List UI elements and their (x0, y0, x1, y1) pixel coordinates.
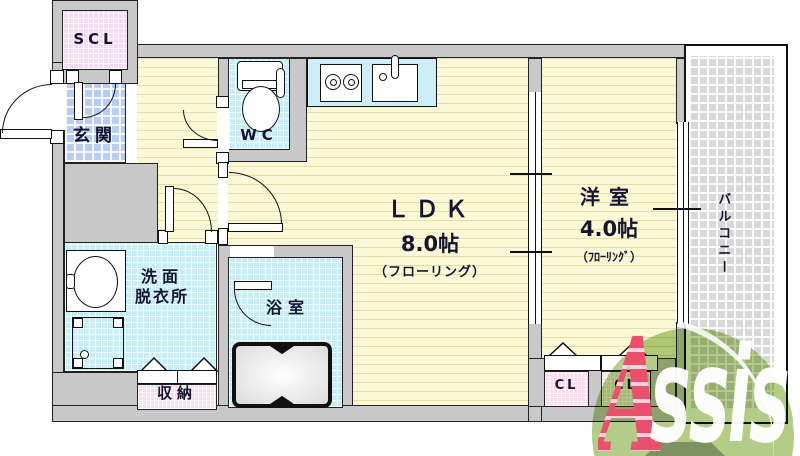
bedroom-name: 洋室 (580, 185, 638, 209)
bedroom-size: 4.0帖 (579, 217, 639, 241)
stove-burner-icon (325, 74, 341, 90)
door-jamb (66, 70, 79, 84)
room-label-wc: WC (240, 126, 278, 144)
wall-stub (205, 230, 218, 244)
room-label-bedroom: 洋室 4.0帖 （ﾌﾛｰﾘﾝｸﾞ） (540, 185, 678, 265)
stove-burner-icon (343, 74, 359, 90)
room-label-bathroom: 浴室 (265, 298, 310, 317)
storage-door (177, 370, 217, 384)
wall-stub (158, 230, 168, 244)
scl-floor (62, 10, 128, 70)
washer-pan-corner (113, 318, 123, 328)
washer-pan-icon (72, 317, 124, 369)
stove-burner-icon (329, 78, 337, 86)
washer-drain-icon (80, 350, 89, 359)
room-label-ldk: ＬＤＫ 8.0帖 （フローリング） (328, 196, 532, 281)
bathtub-mark (270, 395, 294, 404)
ldk-door-leaf (228, 223, 283, 232)
logo-letter-a: A (598, 318, 665, 456)
entrance-door-arc (2, 84, 52, 133)
storage-floor (137, 384, 217, 410)
washer-pan-corner (73, 318, 83, 328)
dimension-tick (510, 251, 552, 253)
basin-faucet-icon (66, 274, 75, 289)
washroom-door-leaf (165, 186, 174, 232)
bathroom-door-opening (230, 246, 274, 257)
room-label-washroom: 洗面 脱衣所 (106, 267, 218, 307)
logo-text: ssist (650, 319, 800, 456)
wall-stub (218, 162, 228, 178)
wc-door-opening (217, 108, 229, 152)
washer-pan-corner (73, 358, 83, 368)
entrance-opening (50, 84, 66, 130)
bathtub-mark (270, 346, 294, 355)
scl-door-leaf (74, 82, 83, 120)
washroom-line2: 脱衣所 (134, 287, 189, 306)
sliding-door-ldk-bedroom (528, 92, 542, 324)
room-label-scl: SCL (73, 30, 117, 48)
wall-stub (218, 228, 228, 245)
door-jamb (216, 96, 229, 108)
bedroom-flooring: （ﾌﾛｰﾘﾝｸﾞ） (575, 250, 642, 265)
drain-icon (379, 73, 387, 81)
washroom-line1: 洗面 (140, 267, 183, 286)
wall-top (133, 44, 692, 58)
wash-basin-icon (73, 256, 118, 308)
stove-burner-icon (347, 78, 355, 86)
room-label-storage: 収納 (156, 384, 197, 402)
wc-door-leaf (183, 139, 218, 148)
wall-ldk-bedroom-top (528, 58, 542, 94)
storage-door (137, 370, 178, 384)
toilet-flush-icon (276, 68, 285, 98)
door-jamb (50, 70, 64, 84)
closet1-floor (544, 371, 589, 407)
room-label-genkan: 玄関 (73, 126, 117, 146)
door-jamb (109, 70, 122, 84)
ldk-flooring: （フローリング） (373, 265, 486, 280)
room-label-closet1: CL (554, 378, 579, 393)
room-label-balcony: バルコニー (715, 192, 731, 277)
toilet-bowl-icon (242, 86, 280, 132)
dimension-tick (510, 173, 552, 175)
closet-door (544, 355, 601, 371)
faucet-icon (391, 55, 399, 79)
door-jamb (50, 130, 64, 144)
washer-pan-corner (113, 358, 123, 368)
ldk-name: ＬＤＫ (386, 197, 474, 223)
wall-core-block (64, 163, 158, 243)
ldk-size: 8.0帖 (400, 231, 460, 256)
balcony-window (677, 122, 689, 324)
dimension-tick (653, 208, 701, 210)
